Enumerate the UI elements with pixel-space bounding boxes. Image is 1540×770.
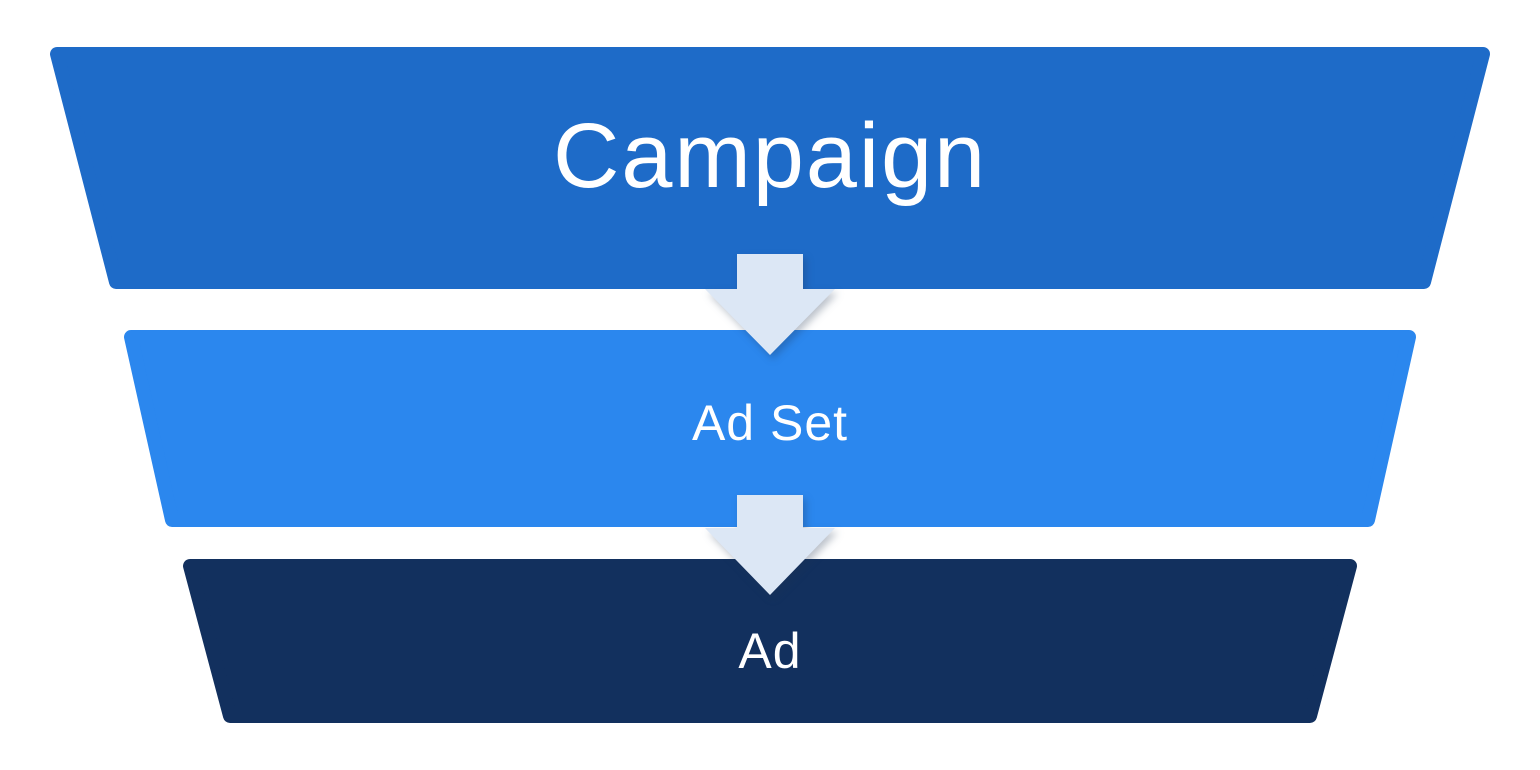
funnel-tier-ad-set bbox=[124, 330, 1416, 527]
funnel-tier-label-ad-set: Ad Set bbox=[692, 395, 848, 451]
funnel-tier-label-campaign: Campaign bbox=[553, 105, 987, 207]
funnel-tier-label-ad: Ad bbox=[738, 623, 801, 679]
funnel-tier-campaign bbox=[50, 47, 1490, 289]
down-arrow-icon bbox=[705, 254, 835, 355]
funnel-tier-ad bbox=[183, 559, 1357, 723]
down-arrow-icon bbox=[705, 495, 835, 595]
